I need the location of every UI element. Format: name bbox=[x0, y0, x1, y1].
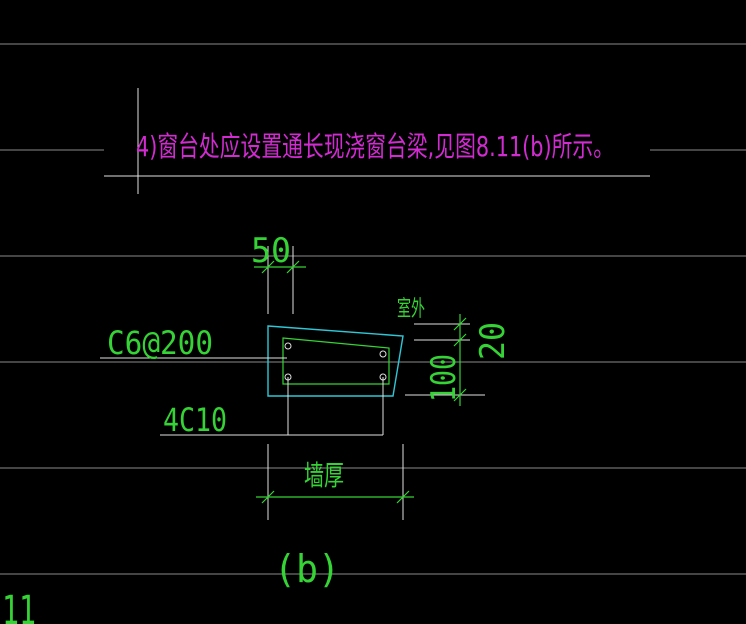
rebar-dot bbox=[379, 350, 387, 358]
dimension-bottom-label: 墙厚 bbox=[304, 459, 344, 492]
main-bar-label: 4C10 bbox=[163, 401, 227, 439]
tick-mark bbox=[261, 260, 275, 274]
dimension-top-green bbox=[254, 260, 306, 274]
figure-caption: (b) bbox=[274, 547, 340, 591]
corner-label: 11 bbox=[2, 588, 36, 624]
dimension-right-large-label: 100 bbox=[424, 354, 464, 402]
stirrup bbox=[282, 337, 390, 385]
outside-label: 室外 bbox=[397, 297, 425, 322]
dimension-top bbox=[267, 246, 294, 314]
dimension-right-small-label: 20 bbox=[473, 322, 513, 360]
dimension-bottom-green bbox=[256, 490, 414, 504]
tick-mark bbox=[286, 260, 300, 274]
tick-mark bbox=[261, 490, 275, 504]
tick-mark bbox=[396, 490, 410, 504]
note-text: 4)窗台处应设置通长现浇窗台梁,见图8.11(b)所示。 bbox=[136, 130, 614, 163]
stirrup-label: C6@200 bbox=[107, 324, 213, 362]
dimension-top-label: 50 bbox=[251, 231, 291, 271]
leader-lines bbox=[100, 357, 384, 436]
beam-section-outline bbox=[267, 325, 404, 397]
dimension-right-green bbox=[453, 314, 467, 406]
rebar-dot bbox=[284, 342, 292, 350]
background-grid bbox=[0, 43, 746, 575]
note-frame bbox=[104, 88, 650, 194]
tick-mark bbox=[453, 333, 467, 347]
dimension-bottom bbox=[267, 444, 404, 520]
tick-mark bbox=[453, 317, 467, 331]
tick-mark bbox=[453, 388, 467, 402]
